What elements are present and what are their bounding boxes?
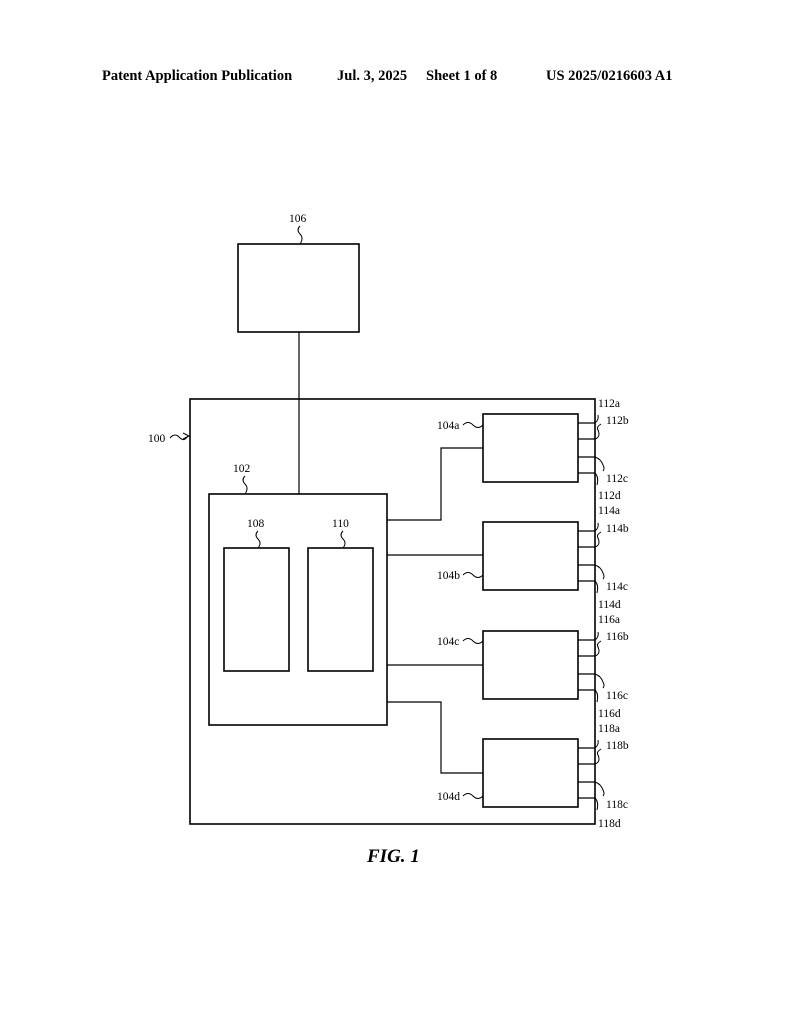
module-block-104b xyxy=(482,521,579,591)
label-112a: 112a xyxy=(598,398,620,410)
label-116a: 116a xyxy=(598,614,620,626)
label-118d: 118d xyxy=(598,818,621,830)
sub-block-110 xyxy=(307,547,374,672)
label-114d: 114d xyxy=(598,599,621,611)
label-104b: 104b xyxy=(437,570,460,582)
leader-100 xyxy=(169,434,189,441)
arrow-100 xyxy=(182,432,191,440)
sub-block-108 xyxy=(223,547,290,672)
label-116c: 116c xyxy=(606,690,628,702)
system-block-100 xyxy=(189,398,596,825)
module-block-104c xyxy=(482,630,579,700)
label-112d: 112d xyxy=(598,490,621,502)
label-114a: 114a xyxy=(598,505,620,517)
leader-104a xyxy=(462,422,484,428)
link-102-104a xyxy=(387,447,483,521)
ports-104a xyxy=(578,414,605,486)
header-publication: Patent Application Publication xyxy=(102,68,293,84)
ports-104b xyxy=(578,522,605,594)
leader-104b xyxy=(462,572,484,578)
label-116d: 116d xyxy=(598,708,621,720)
label-118b: 118b xyxy=(606,740,629,752)
label-118c: 118c xyxy=(606,799,628,811)
leader-104c xyxy=(462,638,484,644)
label-118a: 118a xyxy=(598,723,620,735)
leader-106 xyxy=(297,225,303,245)
label-104c: 104c xyxy=(437,636,459,648)
header-date: Jul. 3, 2025 xyxy=(337,68,408,84)
controller-block-102 xyxy=(208,493,388,726)
label-102: 102 xyxy=(233,463,251,475)
link-102-104d xyxy=(387,701,483,774)
label-110: 110 xyxy=(332,518,349,530)
header-patent-number: US 2025/0216603 A1 xyxy=(546,68,673,84)
label-114b: 114b xyxy=(606,523,629,535)
label-104a: 104a xyxy=(437,420,459,432)
external-block-106 xyxy=(237,243,360,333)
header-sheet: Sheet 1 of 8 xyxy=(426,68,498,84)
label-112c: 112c xyxy=(606,473,628,485)
module-block-104d xyxy=(482,738,579,808)
label-112b: 112b xyxy=(606,415,629,427)
label-114c: 114c xyxy=(606,581,628,593)
label-104d: 104d xyxy=(437,791,460,803)
leader-102 xyxy=(242,475,248,495)
label-108: 108 xyxy=(247,518,265,530)
ports-104c xyxy=(578,631,605,703)
label-100: 100 xyxy=(148,433,166,445)
label-116b: 116b xyxy=(606,631,629,643)
leader-110 xyxy=(340,530,346,549)
figure-caption: FIG. 1 xyxy=(366,846,420,867)
label-106: 106 xyxy=(289,213,307,225)
ports-104d xyxy=(578,739,605,811)
module-block-104a xyxy=(482,413,579,483)
leader-104d xyxy=(462,793,484,799)
leader-108 xyxy=(255,530,261,549)
